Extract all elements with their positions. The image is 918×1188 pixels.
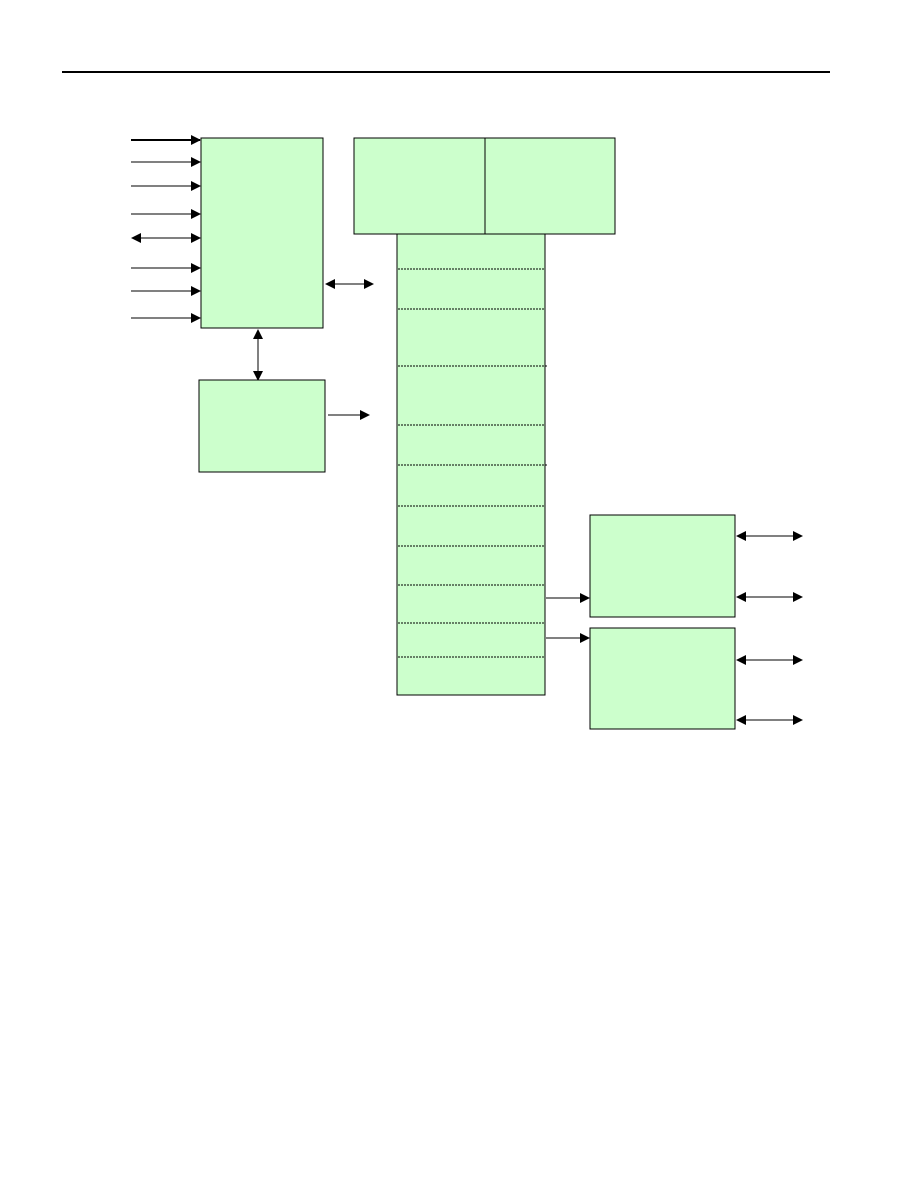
right-upper-block <box>589 514 736 618</box>
top-right-block <box>484 137 616 235</box>
register-stack-partitions <box>398 268 547 658</box>
right-output-arrows <box>736 531 803 725</box>
top-left-block <box>353 137 486 235</box>
left-lower-block <box>198 379 326 473</box>
left-main-block <box>200 137 324 329</box>
right-lower-block <box>589 627 736 730</box>
left-input-arrows <box>131 135 201 323</box>
